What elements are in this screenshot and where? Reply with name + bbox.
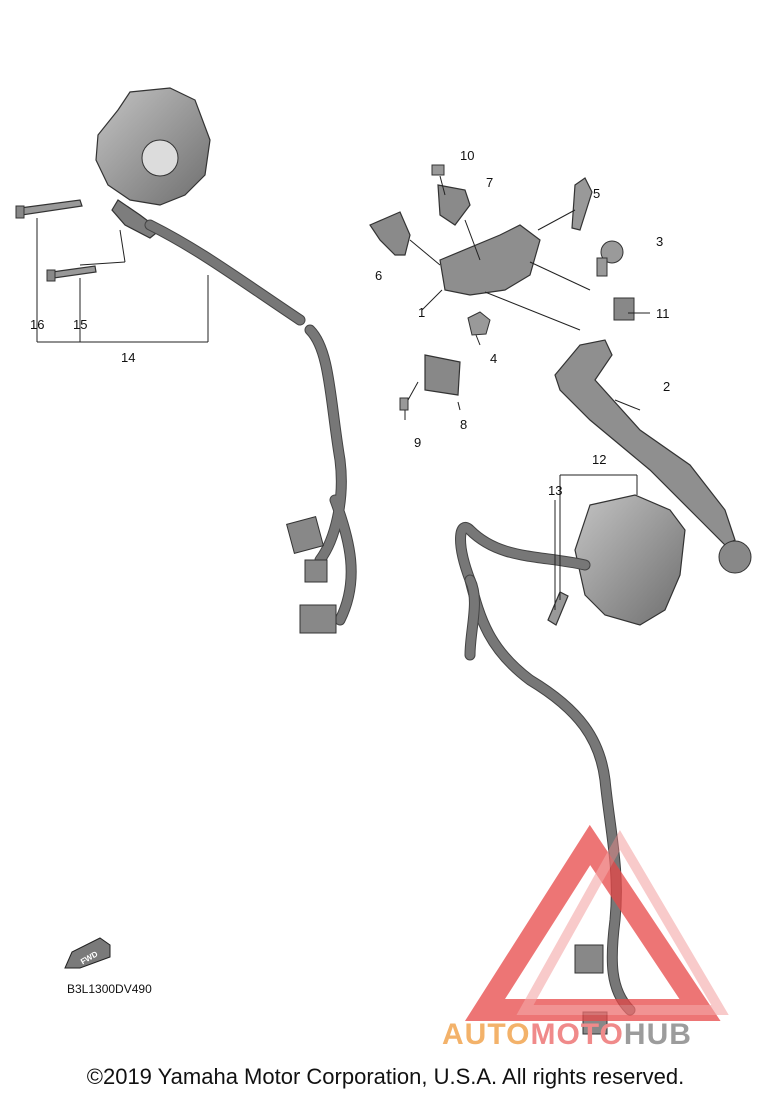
watermark-part-2: MOTO: [530, 1018, 624, 1051]
callout-7: 7: [486, 175, 493, 190]
callout-10: 10: [460, 148, 474, 163]
bracket-7: [437, 184, 471, 226]
lever-2: [554, 339, 752, 574]
fwd-arrow-icon: FWD: [64, 937, 111, 969]
right-handlebar-switch: [574, 494, 686, 626]
bolt-3: [596, 240, 624, 277]
callout-15: 15: [73, 317, 87, 332]
callout-2: 2: [663, 379, 670, 394]
callout-8: 8: [460, 417, 467, 432]
automotohub-logo: [464, 824, 729, 1021]
copyright-notice: ©2019 Yamaha Motor Corporation, U.S.A. A…: [86, 1064, 685, 1089]
left-wire-harness: [144, 219, 357, 634]
callout-6: 6: [375, 268, 382, 283]
nut-4: [467, 311, 491, 336]
diagram-code: B3L1300DV490: [67, 982, 152, 996]
screw-13: [547, 591, 569, 626]
callout-1: 1: [418, 305, 425, 320]
callout-14: 14: [121, 350, 135, 365]
screw-10: [431, 164, 445, 176]
callout-4: 4: [490, 351, 497, 366]
screw-9: [399, 397, 409, 411]
callout-12: 12: [592, 452, 606, 467]
watermark-part-3: HUB: [623, 1018, 692, 1051]
switch-6: [369, 211, 411, 256]
lever-holder: [439, 224, 541, 296]
callout-16: 16: [30, 317, 44, 332]
bolt-5: [571, 177, 593, 231]
callout-5: 5: [593, 186, 600, 201]
screw-16: [15, 199, 83, 219]
watermark-part-1: AUTO: [442, 1018, 531, 1051]
watermark-text: AUTOMOTOHUB: [442, 1018, 692, 1052]
screw-15: [46, 265, 97, 282]
collar-11: [613, 297, 635, 321]
leader-lines: [36, 175, 650, 610]
callout-13: 13: [548, 483, 562, 498]
callout-3: 3: [656, 234, 663, 249]
left-handlebar-switch: [95, 87, 211, 239]
right-wire-harness: [455, 522, 636, 1035]
callout-11: 11: [656, 306, 670, 321]
switch-8: [424, 354, 461, 396]
callout-numbers: 1 2 3 4 5 6 7 8 9 10 11 12 13 14 15 16: [30, 148, 670, 498]
callout-9: 9: [414, 435, 421, 450]
